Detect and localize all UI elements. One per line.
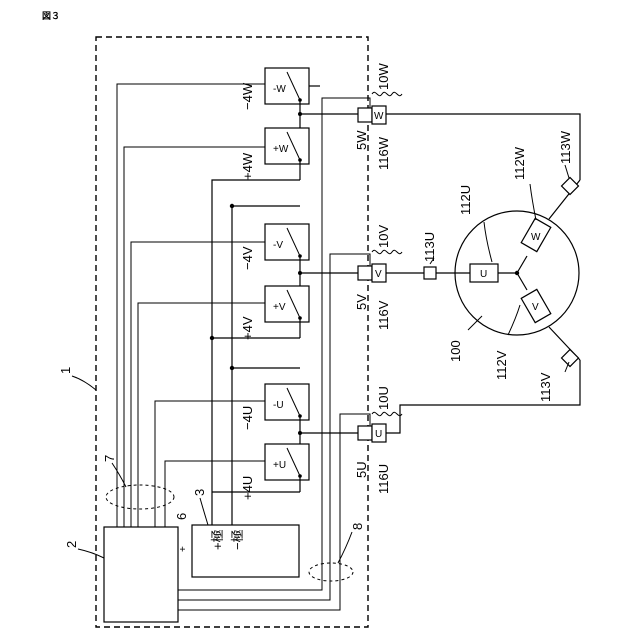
- coil-10v: [372, 250, 402, 253]
- label-116u: 116U: [376, 464, 391, 494]
- label-plus-4v: +4V: [240, 316, 255, 340]
- switch-minus-v: -V: [265, 224, 309, 260]
- label-5u: 5U: [354, 461, 369, 478]
- motor-terminal-113v: [562, 350, 579, 367]
- label-116v: 116V: [376, 300, 391, 330]
- bundle-ellipse-8: [309, 563, 353, 581]
- ref-2: 2: [64, 541, 79, 548]
- motor-windings: U W V: [430, 180, 580, 360]
- switch-plus-u: +U: [265, 444, 309, 480]
- switch-label: -V: [273, 240, 283, 251]
- label-116w: 116W: [376, 136, 391, 170]
- current-sensor-5v: [358, 266, 372, 280]
- terminal-label: U: [375, 429, 382, 440]
- switch-label: +V: [273, 302, 286, 313]
- current-sensor-5w: [358, 108, 372, 122]
- terminal-116u: U: [372, 424, 386, 442]
- label-113u: 113U: [422, 232, 437, 262]
- terminal-label: W: [374, 111, 384, 122]
- switch-minus-w: -W: [265, 68, 320, 104]
- figure-label: 図３: [42, 11, 60, 21]
- bundle-ellipse-7: [106, 485, 174, 509]
- current-sensor-5u: [358, 426, 372, 440]
- label-plus-4u: +4U: [240, 476, 255, 500]
- label-pm-sign: +: [178, 546, 189, 552]
- label-10v: 10V: [376, 225, 391, 248]
- coil-w-label: W: [531, 232, 541, 243]
- motor-terminal-113w: [562, 178, 579, 195]
- ref-7: 7: [102, 455, 117, 462]
- control-wiring: [117, 84, 265, 527]
- switch-label: -U: [273, 400, 284, 411]
- terminal-116w: W: [372, 106, 386, 124]
- ref-1: 1: [58, 367, 73, 374]
- switch-label: +U: [273, 460, 286, 471]
- coil-10w: [372, 92, 402, 95]
- label-112v: 112V: [494, 350, 509, 380]
- label-112u: 112U: [458, 185, 473, 215]
- coil-u-label: U: [480, 269, 487, 280]
- label-113w: 113W: [558, 130, 573, 164]
- label-100: 100: [448, 340, 463, 362]
- label-minus-4u: −4U: [240, 406, 255, 430]
- switch-label: -W: [273, 84, 286, 95]
- phase-w-line: [298, 100, 580, 180]
- switch-plus-w: +W: [265, 128, 309, 164]
- switch-minus-u: -U: [265, 384, 309, 420]
- label-minus-4w: −4W: [240, 82, 255, 110]
- motor-terminal-113u: [424, 267, 436, 279]
- controller-block: [104, 527, 178, 622]
- label-plus-pole: +極: [210, 529, 225, 550]
- terminal-label: V: [375, 269, 382, 280]
- label-minus-pole: −極: [230, 529, 245, 550]
- ref-8: 8: [350, 523, 365, 530]
- ref-6: 6: [174, 513, 189, 520]
- coil-10u: [372, 412, 402, 415]
- ref-3: 3: [192, 489, 207, 496]
- switch-label: +W: [273, 144, 289, 155]
- battery-block: [192, 525, 299, 577]
- terminal-116v: V: [372, 264, 386, 282]
- label-5w: 5W: [354, 130, 369, 150]
- label-113v: 113V: [538, 372, 553, 402]
- label-10w: 10W: [376, 63, 391, 90]
- label-minus-4v: −4V: [240, 246, 255, 270]
- label-plus-4w: +4W: [240, 152, 255, 180]
- label-5v: 5V: [354, 294, 369, 310]
- label-10u: 10U: [376, 386, 391, 410]
- label-112w: 112W: [512, 146, 527, 180]
- switch-plus-v: +V: [265, 286, 309, 322]
- vertical-labels: −4W +4W −4V +4V −4U +4U 5W 5V 5U 10W 10V…: [178, 63, 573, 552]
- coil-v-label: V: [532, 302, 539, 313]
